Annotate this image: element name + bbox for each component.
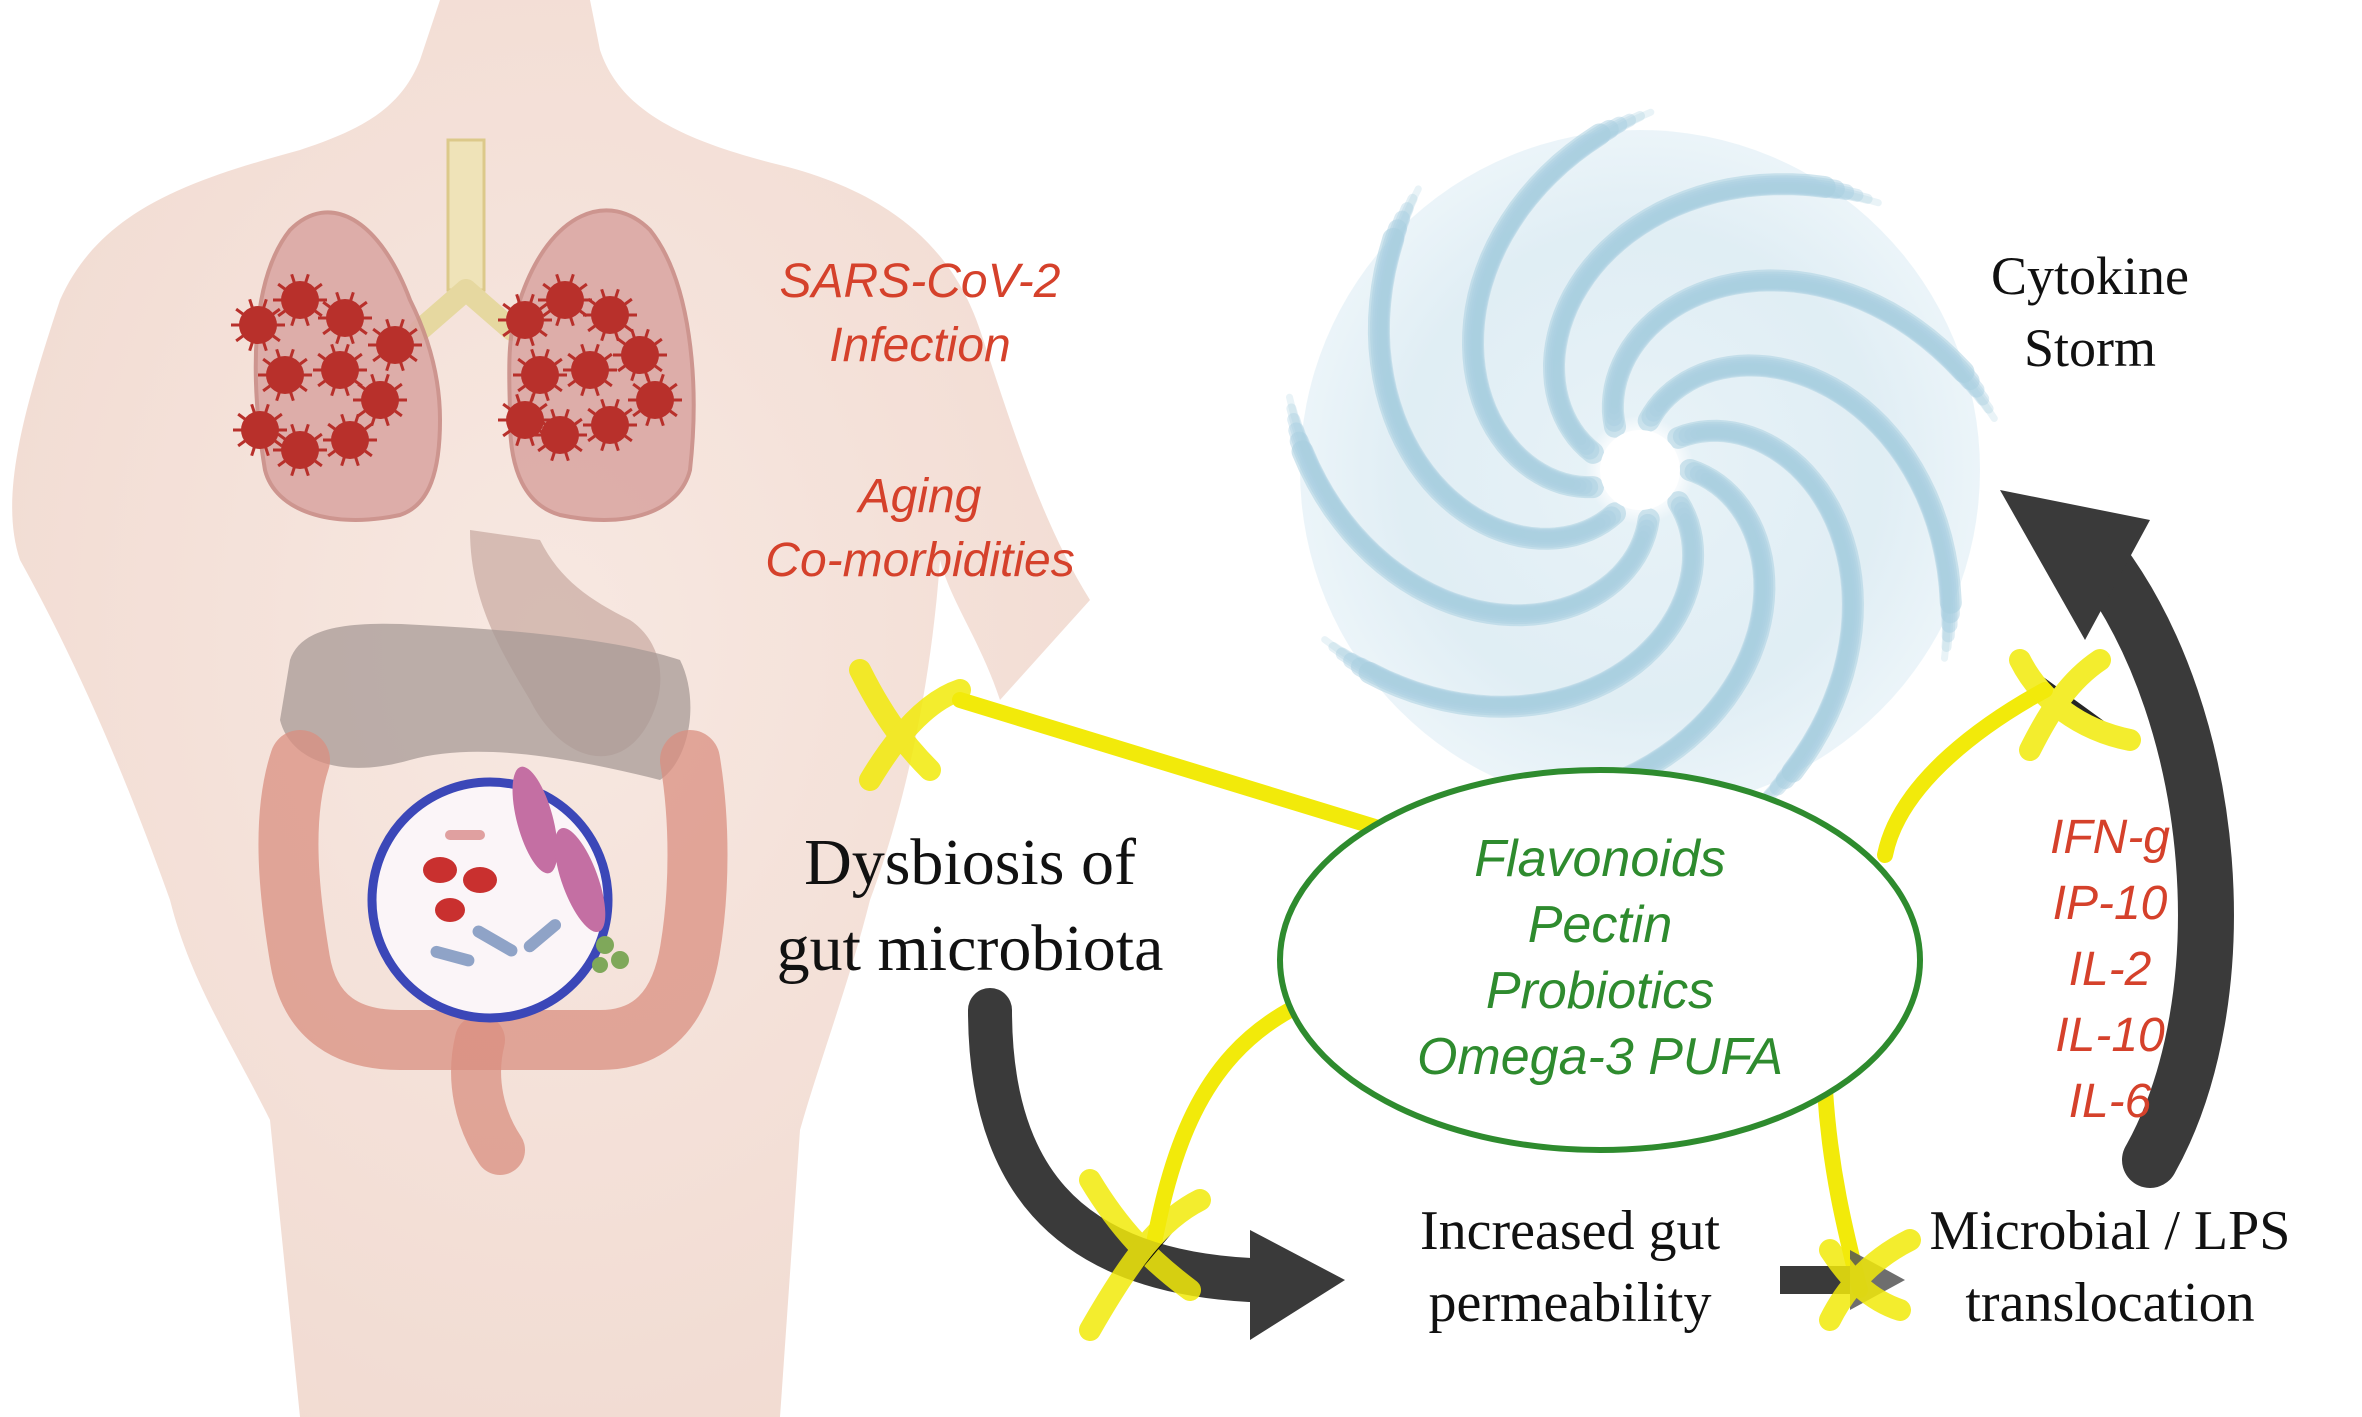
virus-icon — [583, 288, 637, 342]
cytokine-ip-10: IP-10 — [2052, 877, 2168, 930]
cytokines-label: IFN-g IP-10 IL-2 IL-10 IL-6 — [2020, 805, 2200, 1135]
virus-icon — [258, 348, 312, 402]
flow-arrows — [968, 490, 2234, 1340]
intervention-flavonoids: Flavonoids — [1474, 830, 1726, 888]
translocation-label: Microbial / LPS translocation — [1929, 1200, 2291, 1334]
risk-factors-label: Aging Co-morbidities — [765, 470, 1075, 587]
virus-icon — [273, 423, 327, 477]
flow-arrow-icon — [1250, 1230, 1345, 1340]
cyclone-icon — [1286, 108, 1998, 814]
virus-icon — [498, 393, 552, 447]
intestine-icon — [258, 730, 728, 1175]
intervention-pectin: Pectin — [1527, 896, 1673, 954]
intervention-probiotics: Probiotics — [1485, 962, 1715, 1020]
virus-icon — [538, 273, 592, 327]
virus-icon — [231, 298, 285, 352]
microbiome-magnifier-icon — [367, 766, 629, 1023]
interventions-label: Flavonoids Pectin Probiotics Omega-3 PUF… — [1340, 826, 1860, 1090]
cytokine-storm-label: Cytokine Storm — [1991, 246, 2189, 378]
inhibition-mark-icon — [849, 649, 2141, 1341]
virus-icon — [318, 291, 372, 345]
virus-cluster — [231, 273, 682, 477]
virus-icon — [628, 373, 682, 427]
virus-icon — [353, 373, 407, 427]
virus-icon — [313, 343, 367, 397]
cytokine-ifn-g: IFN-g — [2050, 811, 2170, 864]
virus-icon — [513, 348, 567, 402]
abdominal-organs — [280, 530, 691, 780]
intervention-ellipse — [1277, 767, 1923, 1153]
permeability-label: Increased gut permeability — [1419, 1200, 1721, 1334]
infection-label: SARS-CoV-2 Infection — [779, 255, 1061, 372]
trachea-icon — [409, 138, 523, 341]
cytokine-il-2: IL-2 — [2068, 943, 2152, 996]
cytokine-il-6: IL-6 — [2068, 1075, 2152, 1128]
virus-icon — [233, 403, 287, 457]
virus-icon — [273, 273, 327, 327]
virus-icon — [368, 318, 422, 372]
intervention-omega3: Omega-3 PUFA — [1416, 1028, 1784, 1086]
virus-icon — [563, 343, 617, 397]
virus-icon — [613, 328, 667, 382]
cytokine-il-10: IL-10 — [2055, 1009, 2165, 1062]
dysbiosis-label: Dysbiosis of gut microbiota — [776, 826, 1164, 985]
virus-icon — [323, 413, 377, 467]
virus-icon — [498, 293, 552, 347]
virus-icon — [583, 398, 637, 452]
